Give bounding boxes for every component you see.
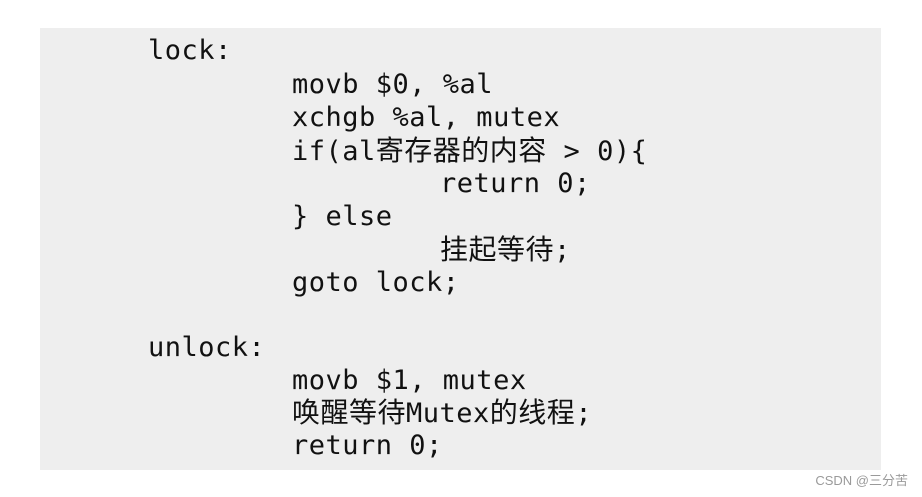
wait-text: 挂起等待: [440, 233, 555, 266]
code-line-movb-0: movb $0, %al: [292, 69, 494, 100]
if-suffix: > 0){: [546, 136, 648, 167]
wake-mutex: Mutex: [406, 398, 490, 429]
watermark: CSDN @三分苦: [815, 473, 908, 488]
if-prefix: if(al: [292, 136, 376, 167]
wake-suffix: ;: [575, 398, 593, 429]
wake-text-b: 的线程: [489, 396, 576, 429]
code-line-if: if(al寄存器的内容 > 0){: [292, 134, 647, 169]
code-line-else: } else: [292, 201, 393, 232]
if-register-text: 寄存器的内容: [375, 134, 547, 167]
code-line-unlock-return: return 0;: [292, 430, 443, 461]
unlock-label: unlock:: [148, 332, 266, 363]
code-line-movb-1: movb $1, mutex: [292, 365, 527, 396]
code-line-wake: 唤醒等待Mutex的线程;: [292, 396, 592, 431]
wake-text-a: 唤醒等待: [292, 396, 407, 429]
wait-suffix: ;: [554, 235, 571, 266]
code-line-xchgb: xchgb %al, mutex: [292, 102, 561, 133]
code-line-goto: goto lock;: [292, 267, 460, 298]
lock-label: lock:: [148, 35, 232, 66]
code-line-wait: 挂起等待;: [440, 233, 571, 268]
code-block: lock: movb $0, %al xchgb %al, mutex if(a…: [40, 28, 881, 470]
code-line-return-0: return 0;: [440, 168, 591, 199]
